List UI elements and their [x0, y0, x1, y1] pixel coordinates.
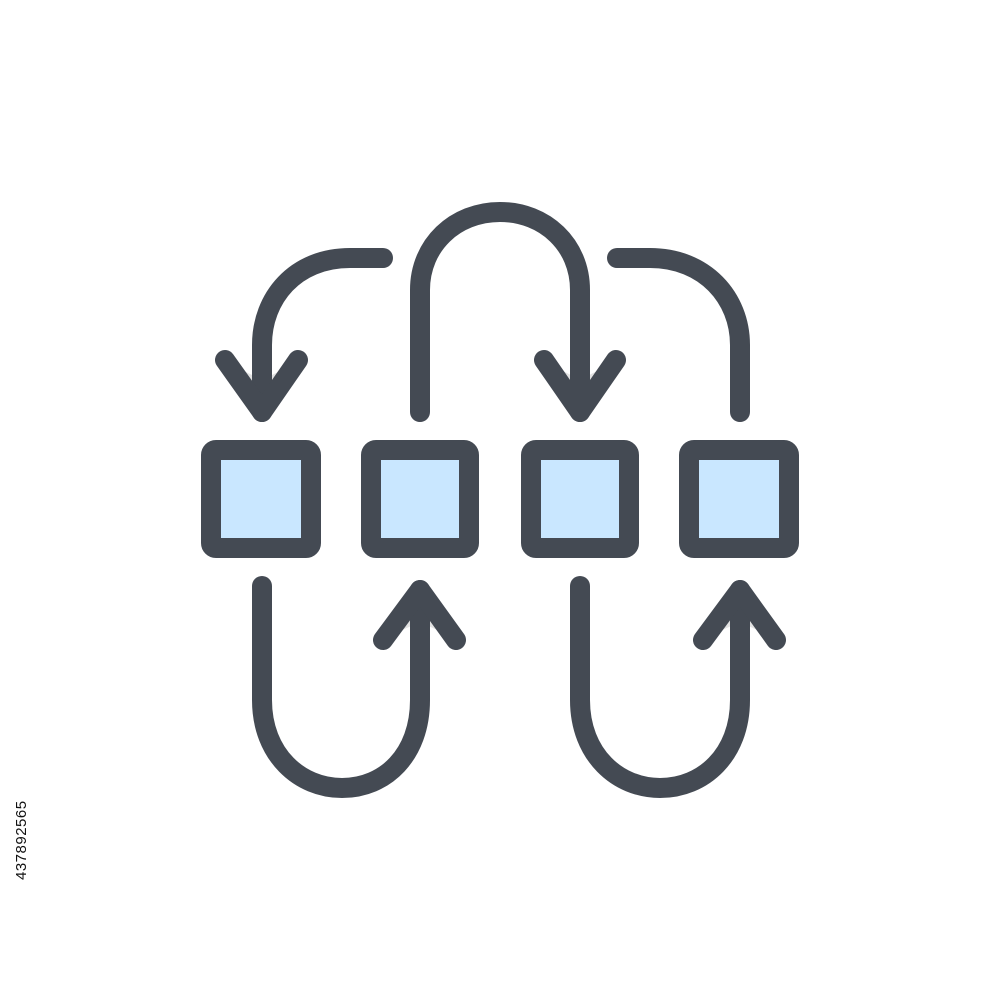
step-box-3	[521, 440, 639, 558]
curved-arrow-icon-2	[410, 202, 590, 422]
curved-arrow-icon-1	[252, 248, 393, 422]
curved-arrow-icon-4	[252, 576, 430, 798]
step-box-4	[679, 440, 799, 558]
step-box-1	[201, 440, 321, 558]
arrow-head-1	[215, 350, 308, 422]
step-boxes	[201, 440, 799, 558]
arrow-head-2	[534, 350, 626, 422]
step-box-2	[361, 440, 479, 558]
curved-arrow-icon-3	[607, 248, 750, 422]
curved-arrows	[215, 202, 786, 798]
curved-arrow-icon-5	[570, 576, 750, 798]
arrow-head-5	[693, 580, 786, 650]
arrow-head-4	[373, 580, 466, 650]
